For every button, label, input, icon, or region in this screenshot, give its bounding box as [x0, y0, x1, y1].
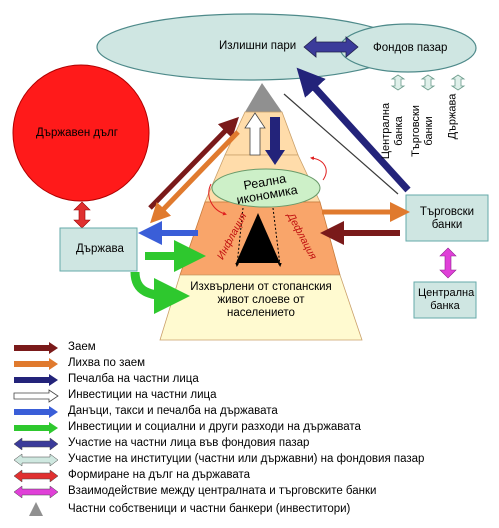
legend-swatch-8: [13, 469, 59, 483]
investors-triangle: [245, 83, 282, 112]
vertical-label-state: Държава: [446, 93, 459, 140]
commercial-banks-box: [405, 194, 489, 242]
state-label: Държава: [76, 243, 124, 255]
legend-item-bank-interaction: Взаимодействие между централната и търго…: [68, 485, 377, 497]
legend-swatch-3: [13, 389, 59, 403]
real-economy-ellipse: [211, 168, 321, 208]
central-bank-label: Централна банка: [418, 287, 475, 312]
legend-item-investors: Частни собственици и частни банкери (инв…: [68, 503, 351, 515]
legend-swatch-2: [14, 374, 58, 386]
vertical-label-commercial-banks: Търговски банки: [410, 105, 435, 157]
fund-market-label: Фондов пазар: [373, 42, 448, 54]
legend-item-institution-fund: Участие на институции (частни или държав…: [68, 453, 425, 465]
legend-item-loan: Заем: [68, 341, 96, 353]
legend-swatch-9: [13, 485, 59, 499]
legend-item-private-investment: Инвестиции на частни лица: [68, 389, 217, 401]
vertical-label-central-bank: Централна банка: [380, 102, 405, 160]
loan-arrow-left: [148, 116, 239, 210]
commercial-banks-label: Търговски банки: [419, 206, 475, 231]
legend-item-private-profit: Печалба на частни лица: [68, 373, 199, 385]
excess-money-label: Излишни пари: [219, 40, 297, 52]
private-investment-arrow: [244, 112, 266, 156]
legend-swatch-0: [14, 342, 58, 354]
legend-swatch-7: [13, 453, 59, 467]
connector-line-right: [283, 93, 399, 195]
central-bank-box: [413, 281, 477, 319]
legend-swatch-1: [14, 358, 58, 370]
state-debt-circle: [12, 64, 150, 202]
legend-swatch-10: [29, 502, 43, 516]
debt-state-double-arrow: [73, 201, 91, 229]
profit-arrow-right: [296, 67, 411, 193]
population-label: Изхвърлени от стопанския живот слоеве от…: [190, 281, 332, 319]
legend-item-taxes: Данъци, такси и печалба на държавата: [68, 405, 278, 417]
legend-item-state-debt: Формиране на дълг на държавата: [68, 469, 251, 481]
state-spending-curve: [130, 271, 190, 314]
inner-black-triangle: [236, 213, 280, 263]
legend-swatch-6: [13, 437, 59, 451]
legend-item-state-spending: Инвестиции и социални и други разходи на…: [68, 421, 361, 433]
pyramid-base: [159, 274, 363, 341]
legend-shapes: [13, 342, 59, 516]
legend-swatch-5: [14, 422, 58, 434]
state-debt-label: Държавен дълг: [36, 127, 118, 139]
interest-arrow-left: [150, 130, 240, 224]
legend-item-interest: Лихва по заем: [68, 357, 146, 369]
legend-item-private-fund: Участие на частни лица във фондовия паза…: [68, 437, 310, 449]
banks-central-double-arrow: [439, 247, 457, 279]
excess-fund-double-arrow: [303, 36, 359, 58]
fund-market-participation-arrows: [390, 74, 466, 91]
legend-swatch-4: [14, 406, 58, 418]
private-profit-arrow-down: [265, 117, 285, 165]
state-box: [59, 227, 138, 272]
